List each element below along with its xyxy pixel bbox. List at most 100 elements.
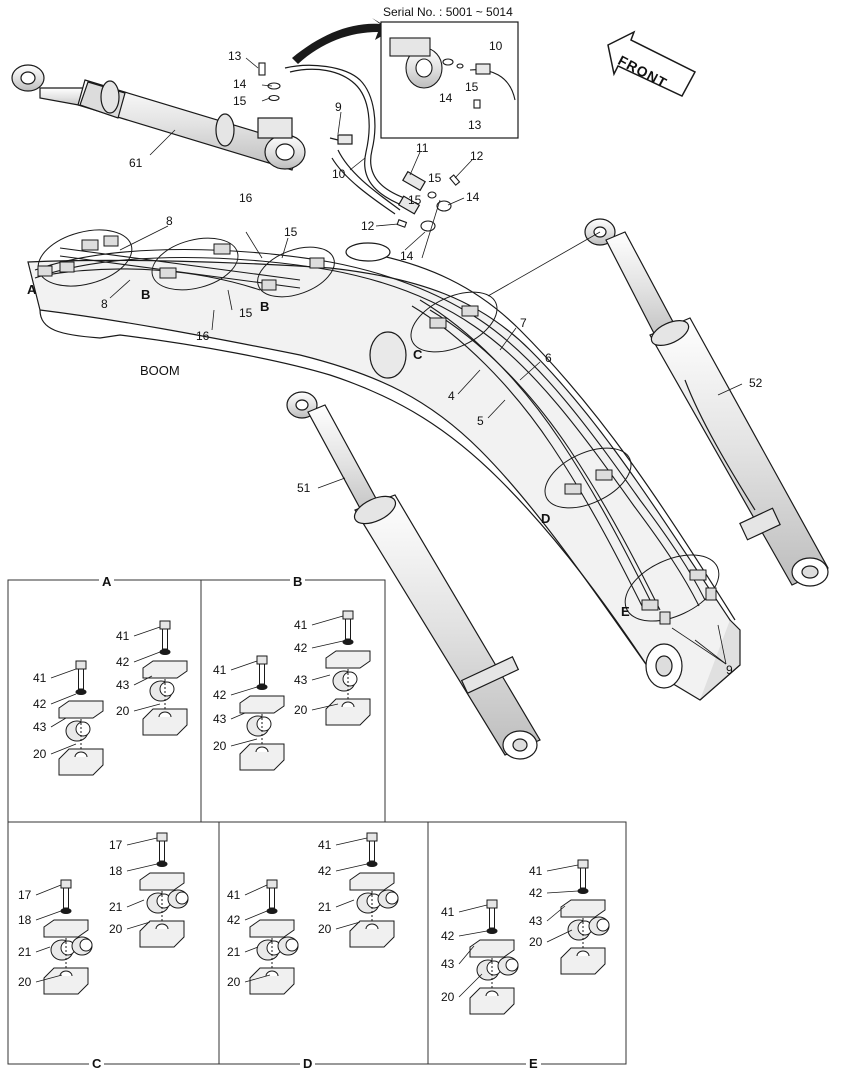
clamp-plate — [249, 919, 295, 938]
clamp-plate — [58, 700, 104, 719]
bolt-shank — [369, 840, 375, 862]
washer — [266, 908, 278, 914]
panel-a-label: 41 — [33, 671, 47, 685]
panel-a-label: 43 — [33, 720, 47, 734]
leader-line — [335, 899, 355, 908]
clamp-base — [43, 967, 89, 995]
callout-7: 7 — [520, 316, 527, 330]
arm-cylinder-61 — [11, 64, 306, 171]
clamp-base — [239, 743, 285, 771]
washer — [156, 861, 168, 867]
callout-12: 12 — [361, 219, 375, 233]
washer — [366, 861, 378, 867]
leader-lines — [109, 57, 743, 665]
boom-body — [27, 242, 741, 701]
clamp-base — [349, 920, 395, 948]
panel-c-label: 18 — [18, 913, 32, 927]
clamp-base — [139, 920, 185, 948]
panel-e-label: 43 — [529, 914, 543, 928]
callout-51: 51 — [297, 481, 311, 495]
panel-a-label: 20 — [116, 704, 130, 718]
section-marker-b: B — [141, 287, 151, 302]
panel-c-label: 18 — [109, 864, 123, 878]
panel-a-label: 41 — [116, 629, 130, 643]
leader-line — [133, 675, 153, 686]
inset-callout-10: 10 — [489, 39, 503, 53]
clamp-base-slot — [155, 923, 169, 930]
clamp-sleeve-bore — [342, 671, 358, 687]
panel-d-label: 42 — [318, 864, 332, 878]
bolt-head — [256, 655, 268, 665]
panel-d-label: 21 — [318, 900, 332, 914]
section-marker-a: A — [27, 282, 37, 297]
bolt-shank — [162, 628, 168, 650]
bolt-head — [60, 879, 72, 889]
callout-10: 10 — [332, 167, 346, 181]
callout-4: 4 — [448, 389, 455, 403]
panel-d-label: 42 — [227, 913, 241, 927]
panel-c-label: 21 — [109, 900, 123, 914]
callout-5: 5 — [477, 414, 484, 428]
callout-12: 12 — [470, 149, 484, 163]
panel-e-label: 20 — [441, 990, 455, 1004]
callout-15: 15 — [233, 94, 247, 108]
leader-line — [35, 884, 62, 896]
leader-line — [50, 668, 77, 679]
panel-b-label: 43 — [213, 712, 227, 726]
panel-d-label: 21 — [227, 945, 241, 959]
clamp-base-slot — [341, 701, 355, 708]
leader-line — [126, 863, 158, 872]
panel-d-label: 41 — [318, 838, 332, 852]
bolt-head — [156, 832, 168, 842]
clamp-base — [325, 698, 371, 726]
leader-line — [35, 946, 51, 953]
callout-15: 15 — [408, 193, 422, 207]
panel-d-title: D — [300, 1056, 316, 1071]
clamp-base-slot — [255, 746, 269, 753]
clamp-sleeve-bore — [79, 938, 93, 952]
leader-line — [311, 640, 344, 649]
panel-b-label: 20 — [213, 739, 227, 753]
panel-d-label: 20 — [227, 975, 241, 989]
panel-b-label: 41 — [213, 663, 227, 677]
callout-8: 8 — [101, 297, 108, 311]
clamp-plate — [239, 695, 285, 714]
bolt-shank — [580, 867, 586, 889]
boom-cylinder-51 — [286, 391, 541, 760]
panel-a-label: 43 — [116, 678, 130, 692]
washer — [60, 908, 72, 914]
clamp-plate — [325, 650, 371, 669]
callout-6: 6 — [545, 351, 552, 365]
leader-line — [458, 973, 483, 998]
leader-line — [35, 910, 62, 921]
clamp-sleeve-bore — [285, 938, 299, 952]
panel-c-label: 17 — [109, 838, 123, 852]
leader-line — [133, 626, 161, 637]
callout-14: 14 — [466, 190, 480, 204]
washer — [342, 639, 354, 645]
panel-c-label: 20 — [18, 975, 32, 989]
callout-15: 15 — [239, 306, 253, 320]
clamp-base — [142, 708, 188, 736]
panel-a-label: 20 — [33, 747, 47, 761]
leader-line — [546, 929, 573, 943]
panel-e-label: 41 — [529, 864, 543, 878]
leader-line — [458, 930, 488, 937]
clamp-sleeve-bore — [505, 958, 519, 972]
leader-line — [126, 921, 151, 930]
section-marker-c: C — [413, 347, 423, 362]
leader-line — [458, 904, 488, 913]
clamp-sleeve-bore — [75, 721, 91, 737]
clamp-base — [469, 987, 515, 1015]
panel-e-title: E — [526, 1056, 541, 1071]
leader-line — [244, 884, 268, 896]
panel-b-label: 42 — [294, 641, 308, 655]
panel-e-label: 20 — [529, 935, 543, 949]
washer — [256, 684, 268, 690]
bolt-head — [366, 832, 378, 842]
leader-line — [244, 946, 259, 953]
boom-clamps — [37, 235, 717, 625]
callout-9: 9 — [726, 663, 733, 677]
leader-line — [126, 837, 158, 846]
